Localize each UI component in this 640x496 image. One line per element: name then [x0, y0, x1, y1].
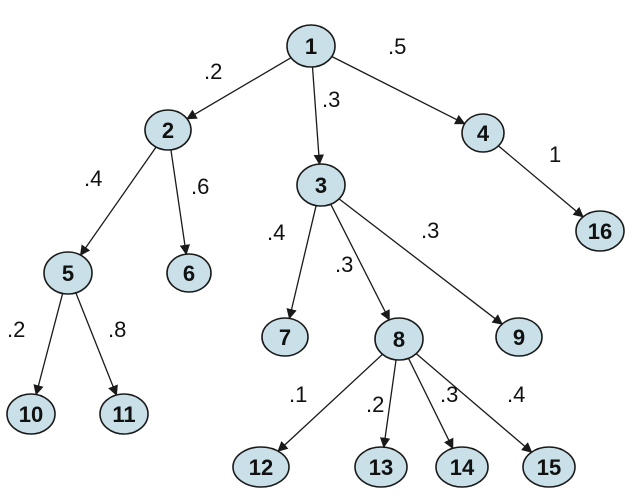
node-label-2: 2: [162, 118, 174, 143]
node-label-10: 10: [19, 402, 43, 427]
edge-2-to-5: [79, 146, 157, 256]
edge-weight-3-to-8: .3: [335, 252, 353, 277]
node-label-12: 12: [249, 455, 273, 480]
node-12: 12: [232, 446, 290, 488]
node-4: 4: [461, 113, 505, 153]
node-circle-1: [286, 24, 336, 68]
edge-weight-1-to-2: .2: [204, 59, 222, 84]
node-13: 13: [354, 446, 408, 488]
edge-3-to-7: [286, 205, 317, 320]
node-circle-2: [144, 109, 192, 151]
node-circle-6: [166, 253, 212, 293]
node-10: 10: [6, 393, 56, 435]
node-circle-13: [354, 446, 408, 488]
node-label-1: 1: [305, 34, 317, 59]
node-11: 11: [99, 393, 149, 435]
node-label-5: 5: [62, 261, 74, 286]
edge-2-to-6: [170, 149, 191, 256]
edge-weight-8-to-14: .3: [440, 382, 458, 407]
node-16: 16: [575, 210, 625, 252]
edge-weight-3-to-9: .3: [421, 218, 439, 243]
node-circle-5: [43, 251, 93, 295]
edge-weights-layer: .2 .3 .5 .4 .6 1 .4 .3 .3 .2 .8 .1 .2 .3 .4: [7, 34, 561, 417]
node-1: 1: [286, 24, 336, 68]
node-3: 3: [296, 163, 346, 207]
node-circle-11: [99, 393, 149, 435]
edge-1-to-4: [331, 55, 466, 125]
edge-weight-2-to-6: .6: [191, 174, 209, 199]
node-circle-10: [6, 393, 56, 435]
node-circle-4: [461, 113, 505, 153]
node-9: 9: [495, 317, 543, 357]
edge-8-to-12: [277, 353, 383, 452]
node-label-8: 8: [393, 327, 405, 352]
node-circle-3: [296, 163, 346, 207]
edge-weight-5-to-10: .2: [7, 317, 25, 342]
node-label-6: 6: [183, 261, 195, 286]
edge-8-to-14: [407, 358, 454, 450]
node-label-13: 13: [369, 455, 393, 480]
edge-5-to-10: [33, 293, 64, 396]
edge-8-to-15: [415, 353, 533, 453]
edge-3-to-8: [330, 203, 390, 321]
edge-weight-4-to-16: 1: [549, 142, 561, 167]
edge-weight-2-to-5: .4: [84, 166, 102, 191]
node-label-3: 3: [315, 173, 327, 198]
node-8: 8: [374, 317, 424, 361]
edge-weight-5-to-11: .8: [108, 317, 126, 342]
node-15: 15: [522, 446, 576, 488]
node-6: 6: [166, 253, 212, 293]
edge-weight-8-to-13: .2: [366, 392, 384, 417]
edge-8-to-13: [379, 359, 397, 449]
edge-weight-1-to-3: .3: [322, 87, 340, 112]
edge-weight-3-to-7: .4: [267, 220, 285, 245]
node-circle-15: [522, 446, 576, 488]
node-5: 5: [43, 251, 93, 295]
node-label-16: 16: [588, 219, 612, 244]
node-label-9: 9: [513, 325, 525, 350]
node-circle-7: [261, 317, 309, 357]
node-circle-9: [495, 317, 543, 357]
node-2: 2: [144, 109, 192, 151]
node-14: 14: [435, 446, 489, 488]
edge-weight-1-to-4: .5: [388, 34, 406, 59]
edge-3-to-9: [338, 198, 503, 325]
node-circle-12: [232, 446, 290, 488]
node-label-11: 11: [112, 402, 135, 427]
node-circle-14: [435, 446, 489, 488]
edge-weight-8-to-12: .1: [289, 382, 307, 407]
node-7: 7: [261, 317, 309, 357]
node-label-14: 14: [450, 455, 475, 480]
node-label-15: 15: [537, 455, 561, 480]
node-label-7: 7: [279, 325, 291, 350]
node-circle-8: [374, 317, 424, 361]
edge-4-to-16: [497, 145, 584, 218]
edge-1-to-2: [186, 57, 292, 120]
edge-weight-8-to-15: .4: [507, 382, 525, 407]
edges-layer: [33, 55, 584, 453]
node-label-4: 4: [477, 121, 490, 146]
edge-1-to-3: [311, 66, 325, 166]
node-circle-16: [575, 210, 625, 252]
edge-5-to-11: [75, 292, 118, 396]
